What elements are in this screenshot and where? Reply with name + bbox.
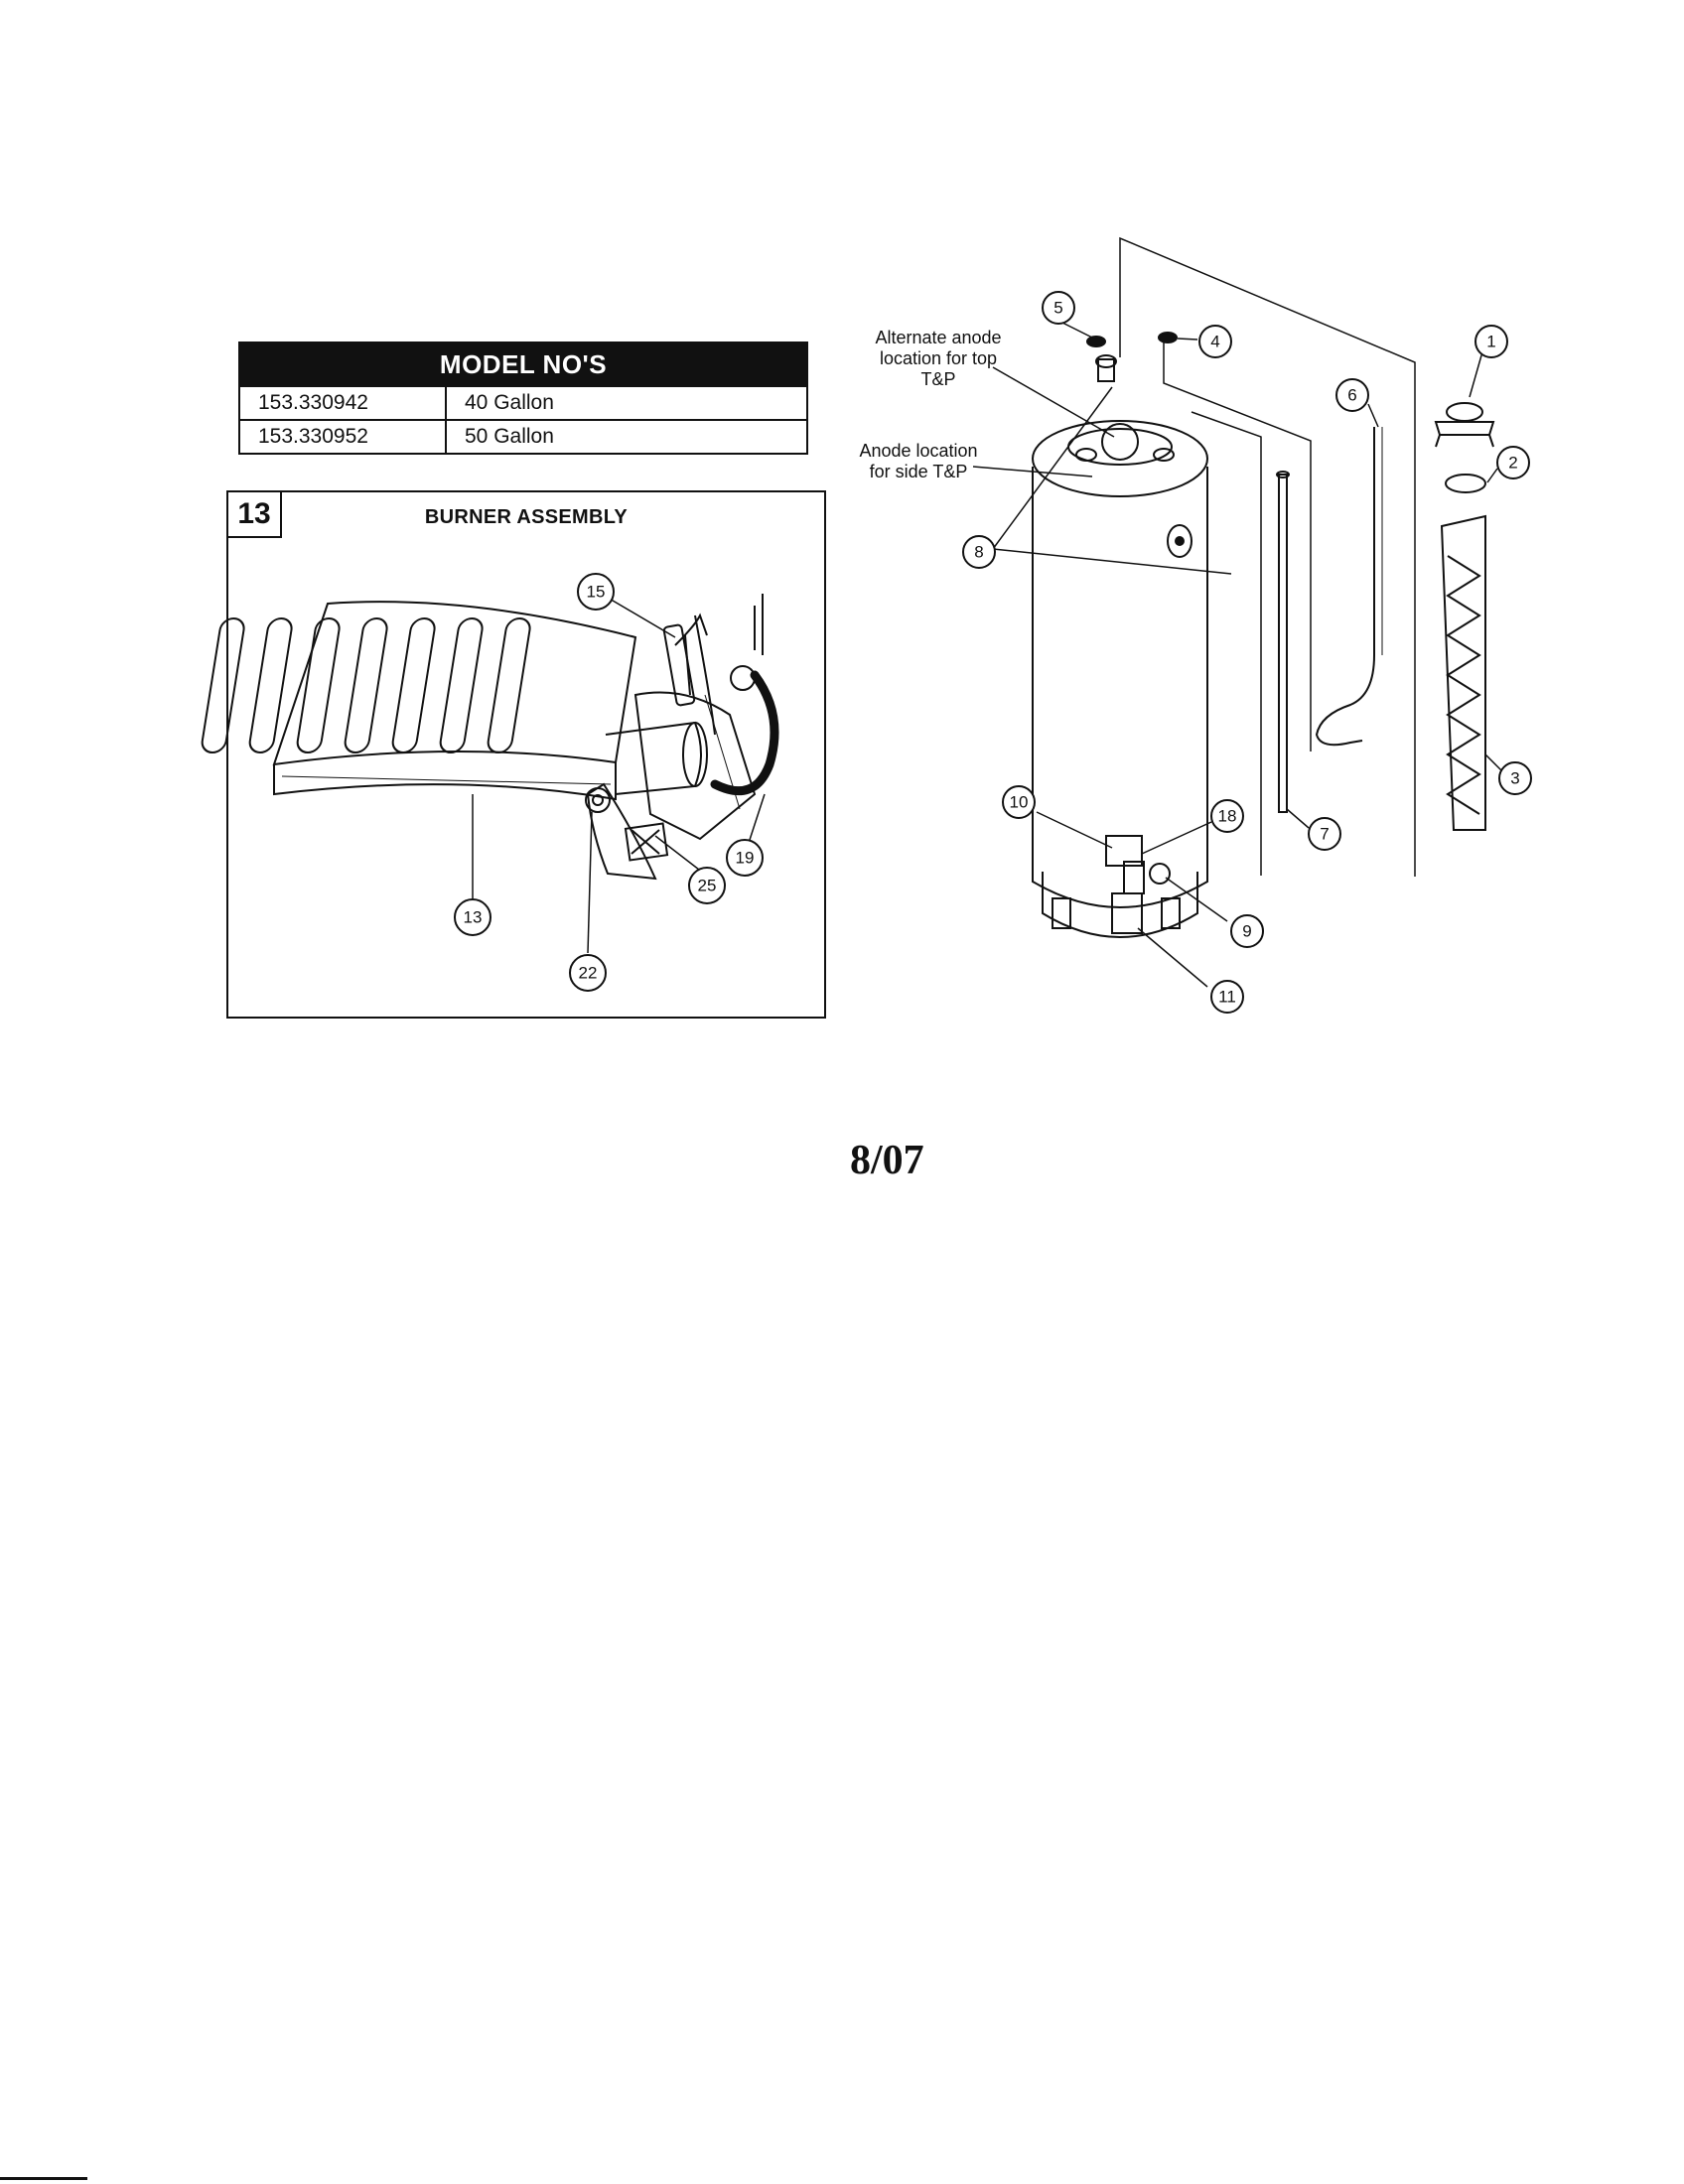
heater-callout-label: 6 <box>1347 386 1356 405</box>
burner-drawing <box>201 594 779 881</box>
revision-date: 8/07 <box>850 1138 924 1183</box>
model-capacity: 50 Gallon <box>465 425 554 448</box>
note-line: T&P <box>920 369 956 389</box>
heater-callout-label: 3 <box>1510 769 1519 788</box>
model-capacity: 40 Gallon <box>465 391 554 414</box>
burner-panel-title: BURNER ASSEMBLY <box>424 506 629 528</box>
burner-panel-number: 13 <box>228 492 282 538</box>
model-number: 153.330942 <box>240 387 447 419</box>
model-table: MODEL NO'S 153.330942 40 Gallon 153.3309… <box>238 341 808 455</box>
burner-callouts <box>454 573 764 992</box>
water-heater-drawing <box>1032 236 1495 938</box>
burner-assembly-panel: 13 BURNER ASSEMBLY <box>226 490 826 1019</box>
burner-callout-label: 19 <box>736 849 755 868</box>
heater-callout-label: 11 <box>1218 988 1236 1007</box>
heater-callout-label: 1 <box>1486 333 1495 351</box>
model-row: 153.330952 50 Gallon <box>240 419 806 453</box>
note-line: location for top <box>879 348 998 368</box>
note-side-anode: Anode location for side T&P <box>834 441 1003 482</box>
note-line: for side T&P <box>869 462 968 481</box>
note-line: Anode location <box>859 441 978 461</box>
burner-callout-label: 13 <box>464 908 483 927</box>
parts-diagram: 15 13 22 25 19 1 2 3 4 5 6 7 8 9 10 11 1… <box>201 236 1532 1014</box>
note-line: Alternate anode <box>875 328 1002 347</box>
heater-callout-label: 4 <box>1210 333 1219 351</box>
burner-callout-label: 22 <box>579 964 598 983</box>
model-table-title: MODEL NO'S <box>240 343 806 385</box>
heater-callout-label: 5 <box>1053 299 1062 318</box>
model-row: 153.330942 40 Gallon <box>240 385 806 419</box>
heater-callout-label: 7 <box>1320 825 1329 844</box>
heater-callout-label: 18 <box>1218 807 1237 826</box>
burner-callout-label: 25 <box>698 877 717 895</box>
note-alternate-anode: Alternate anode location for top T&P <box>844 328 1033 390</box>
corner-rule <box>0 2177 87 2180</box>
heater-callouts <box>962 291 1532 1014</box>
heater-callout-label: 10 <box>1010 793 1029 812</box>
heater-callout-label: 9 <box>1242 922 1251 941</box>
heater-callout-label: 8 <box>974 543 983 562</box>
heater-callout-label: 2 <box>1508 454 1517 473</box>
model-number: 153.330952 <box>240 421 447 453</box>
burner-callout-label: 15 <box>587 583 606 602</box>
